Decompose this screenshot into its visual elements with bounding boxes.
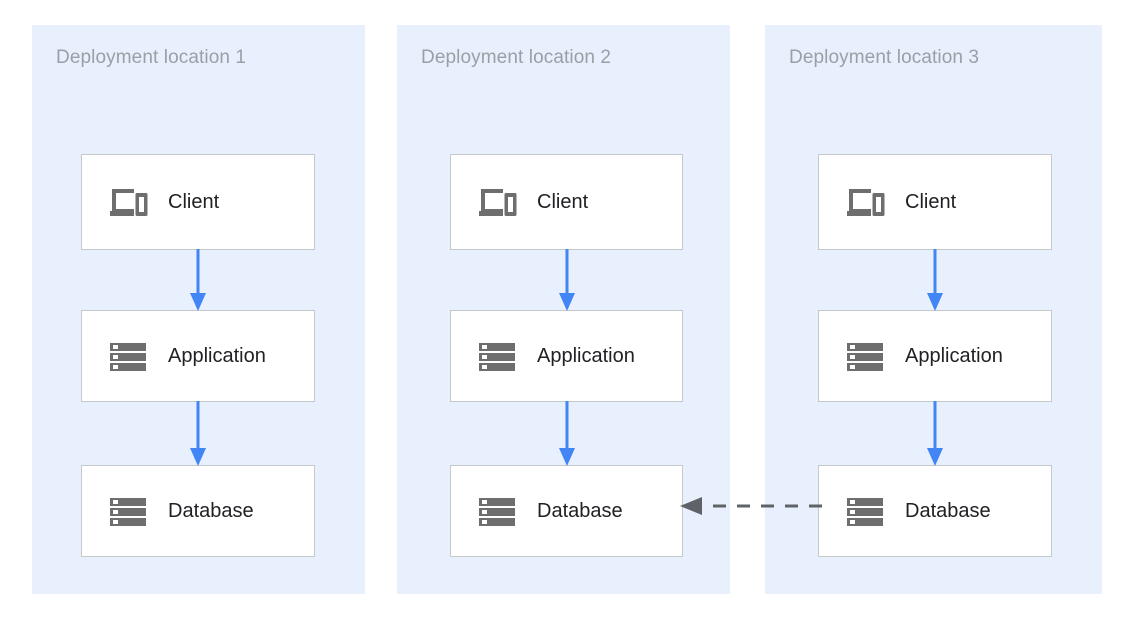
node-location-1-database[interactable]: Database — [81, 465, 315, 557]
node-location-3-client[interactable]: Client — [818, 154, 1052, 250]
node-label: Application — [537, 345, 635, 367]
node-location-1-client[interactable]: Client — [81, 154, 315, 250]
node-label: Client — [168, 191, 220, 213]
node-location-2-client[interactable]: Client — [450, 154, 683, 250]
server-icon — [108, 491, 148, 531]
node-label: Client — [905, 191, 957, 213]
node-label: Database — [537, 500, 623, 522]
node-label: Client — [537, 191, 589, 213]
server-icon — [108, 336, 148, 376]
node-location-3-database[interactable]: Database — [818, 465, 1052, 557]
devices-icon — [477, 182, 517, 222]
node-label: Application — [905, 345, 1003, 367]
node-label: Database — [168, 500, 254, 522]
server-icon — [845, 336, 885, 376]
panel-title-location-2: Deployment location 2 — [421, 47, 612, 68]
server-icon — [845, 491, 885, 531]
node-label: Application — [168, 345, 266, 367]
panel-title-location-3: Deployment location 3 — [789, 47, 980, 68]
node-location-2-database[interactable]: Database — [450, 465, 683, 557]
node-location-1-application[interactable]: Application — [81, 310, 315, 402]
devices-icon — [108, 182, 148, 222]
node-label: Database — [905, 500, 991, 522]
server-icon — [477, 336, 517, 376]
panel-title-location-1: Deployment location 1 — [56, 47, 247, 68]
server-icon — [477, 491, 517, 531]
node-location-3-application[interactable]: Application — [818, 310, 1052, 402]
devices-icon — [845, 182, 885, 222]
node-location-2-application[interactable]: Application — [450, 310, 683, 402]
